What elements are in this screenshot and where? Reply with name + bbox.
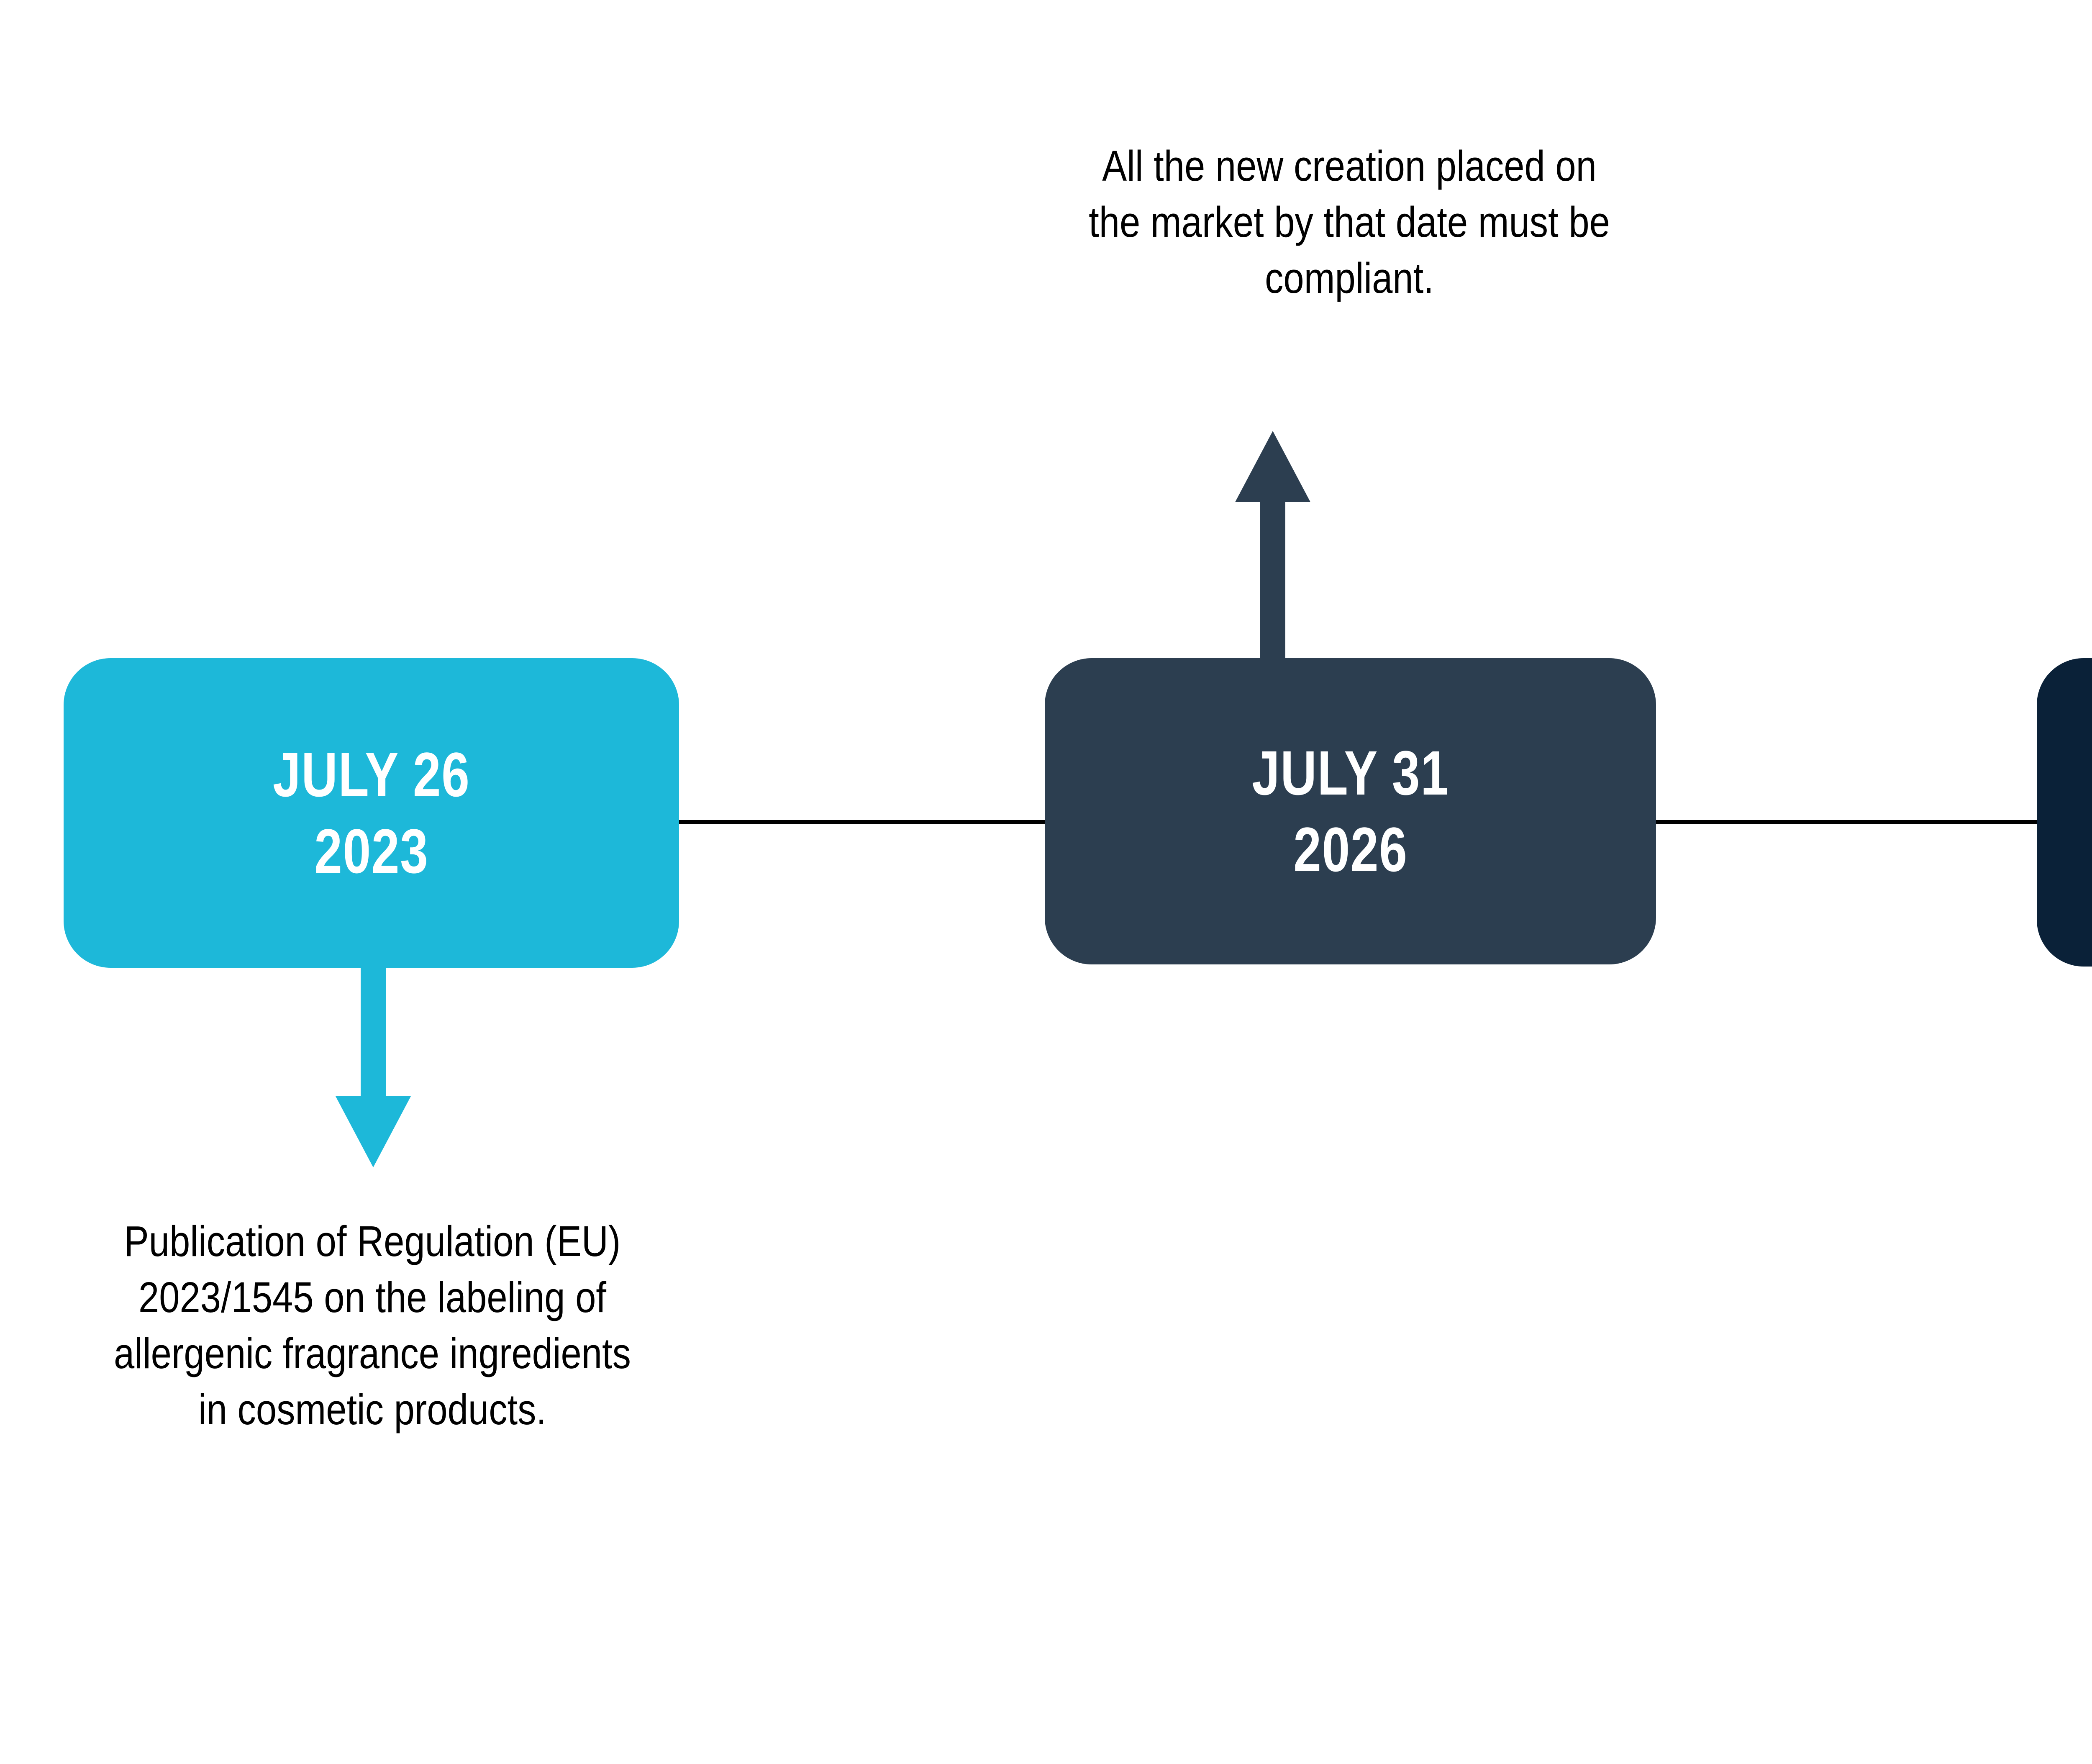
milestone-month-day-2023: JULY 26	[272, 739, 470, 810]
annotation-2026: All the new creation placed on the marke…	[1089, 142, 1610, 302]
milestone-month-day-2026: JULY 31	[1251, 738, 1449, 808]
connector-line-2023-2026	[653, 820, 1071, 824]
milestone-year-2026: 2026	[1293, 814, 1408, 885]
connector-line-2026-2028	[1632, 820, 2063, 824]
milestone-box-2023[interactable]: JULY 26 2023	[64, 658, 679, 968]
arrow-up-icon-2026	[1235, 431, 1310, 665]
milestone-box-2026[interactable]: JULY 31 2026	[1045, 658, 1656, 964]
annotation-2023: Publication of Regulation (EU) 2023/1545…	[114, 1217, 631, 1433]
milestone-box-2028[interactable]: JULY 31 2028	[2037, 658, 2092, 967]
annotation-2028: Withdrawal from the market of non-compli…	[2066, 1213, 2092, 1326]
arrow-down-icon-2023	[336, 933, 411, 1167]
milestone-year-2023: 2023	[314, 816, 429, 886]
